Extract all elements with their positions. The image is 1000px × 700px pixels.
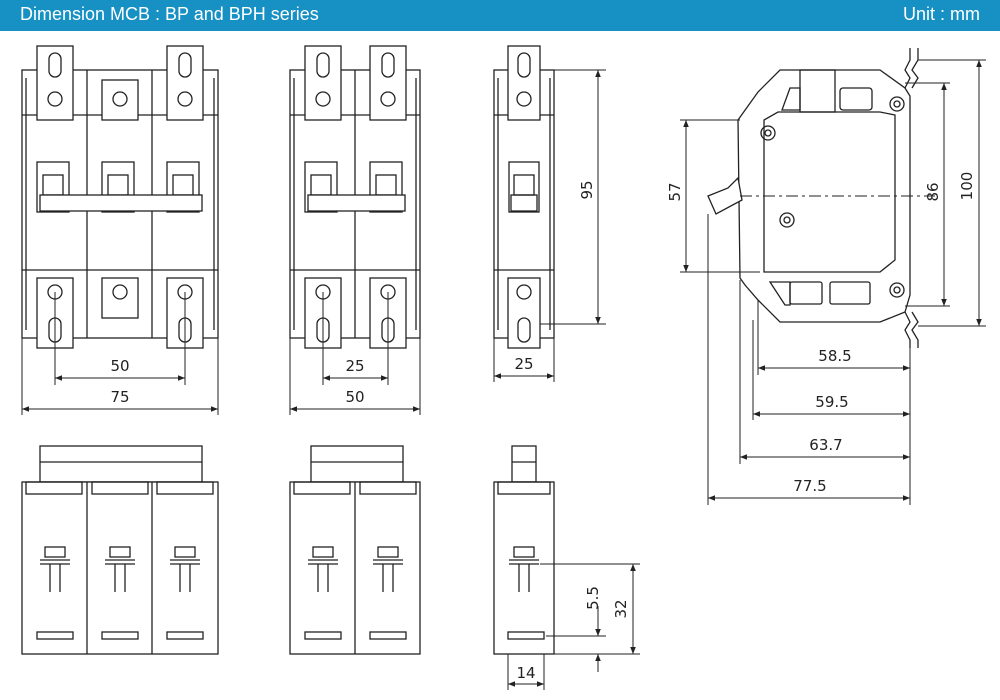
- terminal-symbol: [509, 546, 539, 592]
- dim-bottom-32: 32: [612, 599, 630, 618]
- bottom-view-1p: [493, 445, 555, 655]
- front-view-1p: [493, 45, 555, 349]
- terminal-symbol: [373, 546, 403, 592]
- terminal-symbol: [308, 546, 338, 592]
- dim-side-100: 100: [958, 172, 976, 201]
- front-view-2p: [289, 45, 421, 349]
- dims-bottom-1p: [507, 563, 640, 690]
- dim-1p-width: 25: [514, 355, 533, 373]
- page-title: Dimension MCB : BP and BPH series: [20, 4, 319, 24]
- terminal-symbol: [170, 546, 200, 592]
- dim-3p-width: 75: [110, 388, 129, 406]
- dims-front-3p: [21, 292, 219, 415]
- side-view: [707, 48, 935, 348]
- terminal-symbol: [105, 546, 135, 592]
- dim-bottom-14: 14: [516, 664, 535, 682]
- terminal-symbol: [40, 546, 70, 592]
- bottom-view-2p: [289, 445, 421, 655]
- unit-label: Unit : mm: [902, 4, 980, 24]
- dim-2p-width: 50: [345, 388, 364, 406]
- dim-side-59-5: 59.5: [815, 393, 848, 411]
- dim-bottom-5-5: 5.5: [584, 586, 602, 610]
- dims-side: [680, 59, 986, 505]
- dims-front-2p: [289, 292, 421, 415]
- bottom-view-3p: [21, 445, 219, 655]
- dim-1p-height: 95: [578, 180, 596, 199]
- dim-side-57: 57: [666, 182, 684, 201]
- header-bar: Dimension MCB : BP and BPH series Unit :…: [0, 0, 1000, 31]
- dim-side-58-5: 58.5: [818, 347, 851, 365]
- dim-side-63-7: 63.7: [809, 436, 842, 454]
- front-view-3p: [21, 45, 219, 349]
- dim-2p-pitch: 25: [345, 357, 364, 375]
- dim-side-77-5: 77.5: [793, 477, 826, 495]
- dim-3p-pitch: 50: [110, 357, 129, 375]
- dim-side-86: 86: [924, 182, 942, 201]
- dims-front-1p: [493, 69, 606, 382]
